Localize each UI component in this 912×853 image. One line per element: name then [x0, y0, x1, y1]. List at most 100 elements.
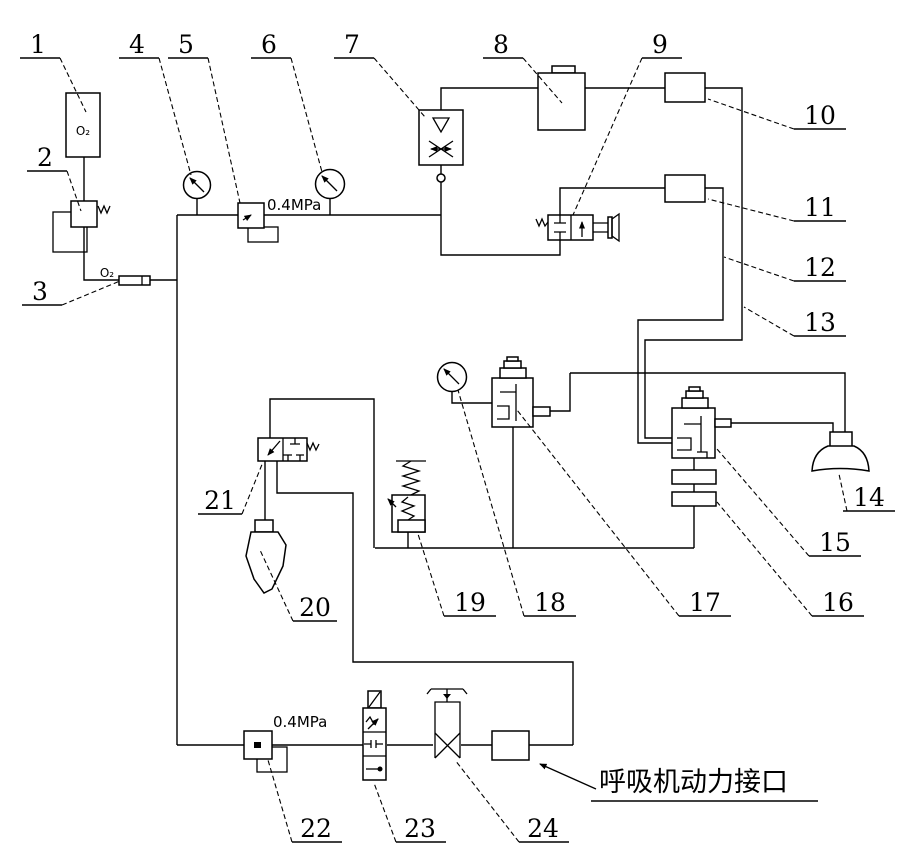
- spring-icon: [306, 441, 320, 452]
- connector-body: [118, 275, 151, 286]
- leader-line: [373, 782, 397, 843]
- line-gas-label: O₂: [100, 266, 114, 280]
- blocked-port-bottom-icon: [554, 231, 566, 240]
- callout-5: 5: [168, 30, 241, 204]
- leader-line: [716, 501, 813, 617]
- tank-body: [537, 72, 586, 131]
- number-label: 15: [819, 528, 851, 557]
- spring-icon: [535, 217, 549, 228]
- gas-tank-8: [537, 65, 586, 131]
- relief-valve-19: [387, 460, 426, 533]
- callout-7: 7: [334, 30, 426, 118]
- pointer-arrow-icon: [539, 763, 597, 790]
- valve-body: [418, 109, 464, 166]
- side-port: [532, 406, 551, 417]
- filter-disc-upper: [671, 469, 717, 485]
- pressure-gauge-6: [314, 168, 346, 200]
- gauge-needle-icon: [189, 177, 205, 193]
- filter-disc-lower: [671, 491, 717, 507]
- mask-dome: [811, 445, 870, 472]
- leader-line: [572, 57, 643, 216]
- callout-17: 17: [516, 409, 731, 617]
- gauge-needle-icon: [321, 175, 338, 192]
- number-label: 2: [37, 143, 53, 172]
- number-label: 18: [534, 588, 566, 617]
- flow-path-icon: [267, 440, 281, 456]
- callout-10: 10: [707, 98, 846, 130]
- oxygen-cylinder-1: O₂: [65, 92, 101, 158]
- valve-dividers: [363, 731, 386, 757]
- number-label: 16: [822, 588, 854, 617]
- leader-line: [707, 98, 795, 130]
- callout-12: 12: [723, 253, 846, 282]
- callout-16: 16: [716, 501, 864, 617]
- number-label: 12: [804, 253, 836, 282]
- number-label: 9: [652, 30, 668, 59]
- block-body: [664, 174, 706, 203]
- filter-stack-16: [671, 469, 717, 507]
- tube-12: [637, 187, 724, 444]
- ventilator-port-label: 呼吸机动力接口: [599, 767, 788, 798]
- number-label: 22: [300, 814, 332, 843]
- tube-13: [644, 87, 743, 439]
- bag-neck: [254, 519, 274, 533]
- number-label: 3: [32, 277, 48, 306]
- face-mask-14: [811, 431, 870, 472]
- reducer-dot-icon: [254, 742, 261, 748]
- shutoff-valve-24: [426, 688, 468, 759]
- pressure-label-bottom: 0.4MPa: [273, 713, 327, 731]
- leader-line: [457, 389, 525, 617]
- control-valve-9: [535, 212, 620, 243]
- callout-13: 13: [743, 306, 846, 337]
- block-body: [664, 72, 706, 103]
- valve-internals: [497, 384, 517, 421]
- callout-15: 15: [716, 448, 861, 557]
- number-label: 4: [129, 30, 145, 59]
- leader-line: [59, 57, 87, 113]
- regulator-offset-box: [52, 211, 88, 253]
- connector-block-11: [664, 174, 706, 203]
- side-port: [714, 418, 732, 428]
- leader-line: [454, 759, 520, 843]
- breathing-valve-15: [671, 386, 732, 459]
- outlet-dot-icon: [377, 766, 383, 772]
- callout-11: 11: [707, 193, 846, 222]
- knob-top: [685, 390, 704, 399]
- number-label: 17: [689, 588, 721, 617]
- blocked-port-top-icon: [554, 215, 566, 224]
- valve-body: [362, 707, 387, 781]
- ventilator-power-port-box: [491, 730, 530, 761]
- leader-line: [707, 198, 795, 222]
- leader-line: [241, 461, 264, 515]
- gauge-needle-icon: [443, 368, 460, 385]
- callout-21: 21: [198, 461, 264, 515]
- valve-seat: [397, 519, 426, 533]
- selector-valve-21: [257, 437, 320, 462]
- pressure-reducer-22: [243, 730, 288, 773]
- number-label: 5: [178, 30, 194, 59]
- number-label: 13: [804, 308, 836, 337]
- number-label: 14: [853, 483, 885, 512]
- leader-line: [259, 549, 294, 622]
- leader-line: [516, 409, 680, 617]
- number-label: 10: [804, 101, 836, 130]
- pipe-gauge18-stem: [451, 392, 492, 404]
- cylinder-gas-label: O₂: [76, 124, 90, 138]
- leader-line: [743, 306, 795, 337]
- pipe-crossover: [570, 372, 846, 432]
- callout-24: 24: [454, 759, 569, 843]
- flow-control-valve-7: [418, 109, 464, 183]
- valve-internals: [677, 416, 708, 458]
- button-cap-icon: [611, 212, 620, 243]
- callout-2: 2: [27, 143, 82, 212]
- lever-flag-diagonal: [368, 691, 381, 708]
- pipe-valve7-upper: [440, 87, 538, 110]
- reducer-arrow-icon: [242, 214, 252, 221]
- inline-connector-3: [118, 275, 151, 286]
- text-annotations: O₂ 0.4MPa 0.4MPa 呼吸机动力接口: [100, 196, 818, 802]
- vent-arrow-icon: [387, 498, 397, 508]
- leader-line: [838, 473, 848, 512]
- breathing-valve-17: [491, 356, 551, 428]
- leader-line: [723, 256, 795, 282]
